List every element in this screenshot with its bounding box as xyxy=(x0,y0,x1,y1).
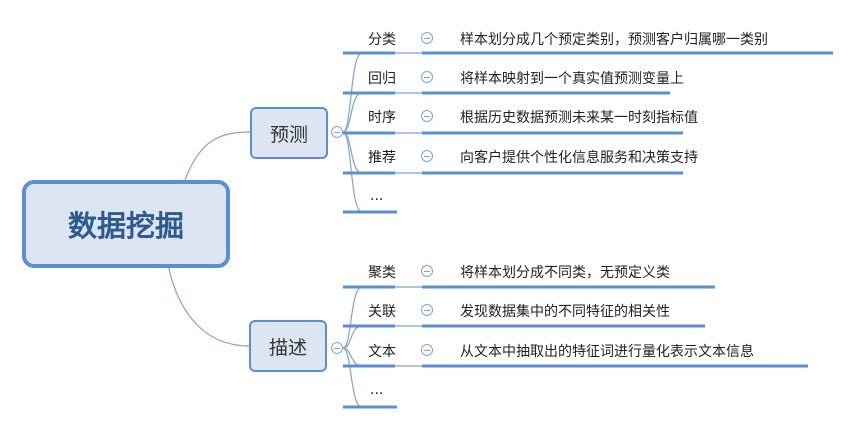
subtopic-recommendation[interactable]: 推荐 xyxy=(368,150,396,166)
detail-recommendation[interactable]: 向客户提供个性化信息服务和决策支持 xyxy=(460,150,698,166)
collapse-icon[interactable] xyxy=(421,71,433,83)
subtopic-regression[interactable]: 回归 xyxy=(368,71,396,87)
connector-root-predict xyxy=(184,131,251,181)
detail-text[interactable]: 从文本中抽取出的特征词进行量化表示文本信息 xyxy=(460,344,754,360)
collapse-icon[interactable] xyxy=(421,304,433,316)
subtopic-classification[interactable]: 分类 xyxy=(368,32,396,48)
root-node[interactable]: 数据挖掘 xyxy=(22,180,230,268)
detail-regression[interactable]: 将样本映射到一个真实值预测变量上 xyxy=(460,71,684,87)
topic-describe[interactable]: 描述 xyxy=(249,320,327,372)
detail-clustering[interactable]: 将样本划分成不同类，无预定义类 xyxy=(460,265,670,281)
collapse-icon[interactable] xyxy=(421,32,433,44)
detail-association[interactable]: 发现数据集中的不同特征的相关性 xyxy=(460,304,670,320)
detail-classification[interactable]: 样本划分成几个预定类别，预测客户归属哪一类别 xyxy=(460,32,768,48)
topic-label: 描述 xyxy=(268,336,307,359)
subtopic-more[interactable]: ... xyxy=(370,382,384,398)
collapse-icon[interactable] xyxy=(331,126,343,138)
topic-label: 预测 xyxy=(269,123,308,146)
collapse-icon[interactable] xyxy=(421,265,433,277)
collapse-icon[interactable] xyxy=(421,150,433,162)
subtopic-more[interactable]: ... xyxy=(370,188,384,204)
subtopic-clustering[interactable]: 聚类 xyxy=(368,265,396,281)
subtopic-time-series[interactable]: 时序 xyxy=(368,110,396,126)
detail-time-series[interactable]: 根据历史数据预测未来某一时刻指标值 xyxy=(460,110,698,126)
subtopic-text[interactable]: 文本 xyxy=(368,344,396,360)
subtopic-association[interactable]: 关联 xyxy=(368,304,396,320)
collapse-icon[interactable] xyxy=(421,344,433,356)
topic-predict[interactable]: 预测 xyxy=(250,107,328,159)
connector-root-describe xyxy=(167,264,250,347)
collapse-icon[interactable] xyxy=(331,342,343,354)
root-label: 数据挖掘 xyxy=(67,209,184,243)
collapse-icon[interactable] xyxy=(421,110,433,122)
